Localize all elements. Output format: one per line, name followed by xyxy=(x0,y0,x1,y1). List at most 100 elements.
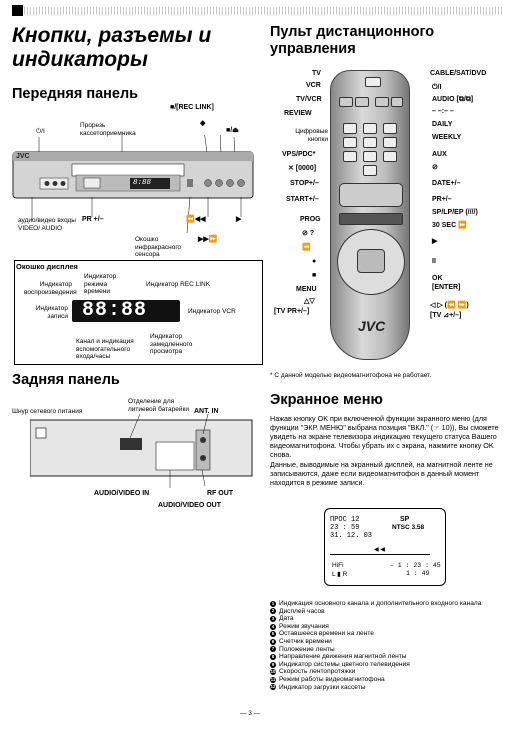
remote-label-review: REVIEW xyxy=(284,110,312,117)
ant-in-label: ANT. IN xyxy=(194,408,219,415)
remote-label-prog: PROG xyxy=(300,216,321,223)
remote-btn-tv xyxy=(339,97,353,107)
remote-label-tvpr: [TV PR+/–] xyxy=(274,308,310,315)
osd-screen xyxy=(324,508,446,586)
remote-title-line1: Пульт дистанционного xyxy=(270,24,435,40)
section-marker xyxy=(12,5,23,16)
remote-label-updown: △▽ xyxy=(304,298,315,305)
av-out-label: AUDIO/VIDEO OUT xyxy=(158,502,222,509)
remote-key-1 xyxy=(343,123,357,134)
playback-indicator-label: Индикатор воспроизведения xyxy=(24,281,77,296)
remote-key-7 xyxy=(343,151,357,162)
osd-direction: ◀ ◀ xyxy=(374,547,385,553)
osd-counter: 1 : 49 xyxy=(406,570,430,577)
remote-label-date: DATE+/– xyxy=(432,180,461,187)
diamond-label: ◆ xyxy=(200,120,206,127)
remote-brand: JVC xyxy=(358,318,386,334)
remote-key-4 xyxy=(343,137,357,148)
remote-title: Пульт дистанционного управления xyxy=(270,24,434,58)
cord-label: Шнур сетевого питания xyxy=(12,408,83,415)
osd-prog: ПРОС 12 xyxy=(330,516,360,524)
remote-label-menu: MENU xyxy=(296,286,317,293)
display-panel xyxy=(72,300,180,322)
remote-label-cable: CABLE/SAT/DVD xyxy=(430,70,487,77)
remote-label-play: ▶ xyxy=(432,238,438,245)
remote-label-daily: DAILY xyxy=(432,121,453,128)
remote-btn-vcr xyxy=(355,97,369,107)
remote-label-pause: II xyxy=(432,258,436,265)
front-panel-title: Передняя панель xyxy=(12,86,139,102)
remote-mode-row xyxy=(339,213,403,225)
rew-label: ⏪◀◀ xyxy=(186,216,206,223)
remote-label-stop-btn: ■ xyxy=(312,272,317,279)
remote-label-tvvcr: TV/VCR xyxy=(296,96,322,103)
remote-label-weekly: WEEKLY xyxy=(432,134,462,141)
front-clock: 8:88 xyxy=(133,179,152,187)
remote-key-0 xyxy=(363,165,377,176)
page-title: Кнопки, разъемы и индикаторы xyxy=(12,24,211,72)
remote-btn-power xyxy=(391,97,403,107)
sensor-label: Окошко инфракрасного сенсора xyxy=(135,236,182,258)
onscreen-para2: Данные, выводимые на экранный дисплей, н… xyxy=(270,460,493,487)
remote-label-vcr: VCR xyxy=(306,82,321,89)
battery-label: Отделение для литиевой батарейки xyxy=(128,398,189,413)
remote-label-digits: Цифровые кнопки xyxy=(295,128,328,143)
remote-label-vps: VPS/PDC* xyxy=(282,151,316,158)
remote-label-aux: AUX xyxy=(432,151,447,158)
slot-label: Прорезь кассетоприемника xyxy=(80,122,136,137)
remote-label-stop: STOP+/– xyxy=(290,180,319,187)
ff-label: ▶▶⏩ xyxy=(198,236,218,243)
rec-link-indicator-label: Индикатор REC LINK xyxy=(146,281,211,288)
osd-hifi: HiFi xyxy=(332,562,344,569)
remote-title-line2: управления xyxy=(270,41,356,57)
remote-label-speed: SP/LP/EP (////) xyxy=(432,209,478,216)
remote-key-3 xyxy=(383,123,397,134)
display-window-box xyxy=(14,260,263,365)
remote-label-tvvol: [TV ⊿+/–] xyxy=(430,312,462,319)
remote-label-leftright: ◁ ▷ (⏪ ⏩) xyxy=(430,302,469,309)
remote-label-audio: AUDIO [⧉/⧉] xyxy=(432,96,474,103)
pr-label: PR +/– xyxy=(82,216,104,223)
onscreen-menu-title: Экранное меню xyxy=(270,392,383,408)
mode-indicator-label: Индикатор режима времени xyxy=(84,273,117,295)
osd-date: 31. 12. 03 xyxy=(330,532,373,540)
remote-key-8 xyxy=(363,151,377,162)
remote-key-6 xyxy=(383,137,397,148)
vcr-indicator-label: Индикатор VCR xyxy=(188,308,236,315)
standby-label: ⏻/I xyxy=(36,128,45,135)
channel-indicator-label: Канал и индикация вспомогательного входа… xyxy=(76,338,134,360)
remote-pr-cluster xyxy=(339,183,403,207)
play-label: ▶ xyxy=(236,216,242,223)
remote-label-tv: TV xyxy=(312,70,321,77)
osd-lr: L ▮ R xyxy=(332,571,348,578)
av-inputs-label: аудио/видео входы VIDEO/ AUDIO xyxy=(18,217,76,232)
av-in-label: AUDIO/VIDEO IN xyxy=(94,490,150,497)
slow-indicator-label: Индикатор замедленного просмотра xyxy=(150,333,193,355)
osd-time: 23 : 59 xyxy=(330,524,360,532)
remote-footnote: * С данной моделью видеомагнитофона не р… xyxy=(270,372,432,379)
remote-label-0000: ✕ [0000] xyxy=(288,165,317,172)
remote-label-ok: OK xyxy=(432,275,443,282)
stop-eject-label: ■/⏏ xyxy=(226,127,239,134)
page-title-line1: Кнопки, разъемы и xyxy=(12,24,212,47)
page-title-line2: индикаторы xyxy=(12,48,148,71)
osd-remaining: – 1 : 23 : 45 xyxy=(390,562,441,569)
display-window-title: Окошко дисплея xyxy=(16,262,78,271)
rear-panel-title: Задняя панель xyxy=(12,372,120,388)
osd-tape-bar xyxy=(330,554,430,555)
remote-label-30sec: 30 SEC ⏩ xyxy=(432,222,467,229)
top-rule xyxy=(12,7,502,15)
